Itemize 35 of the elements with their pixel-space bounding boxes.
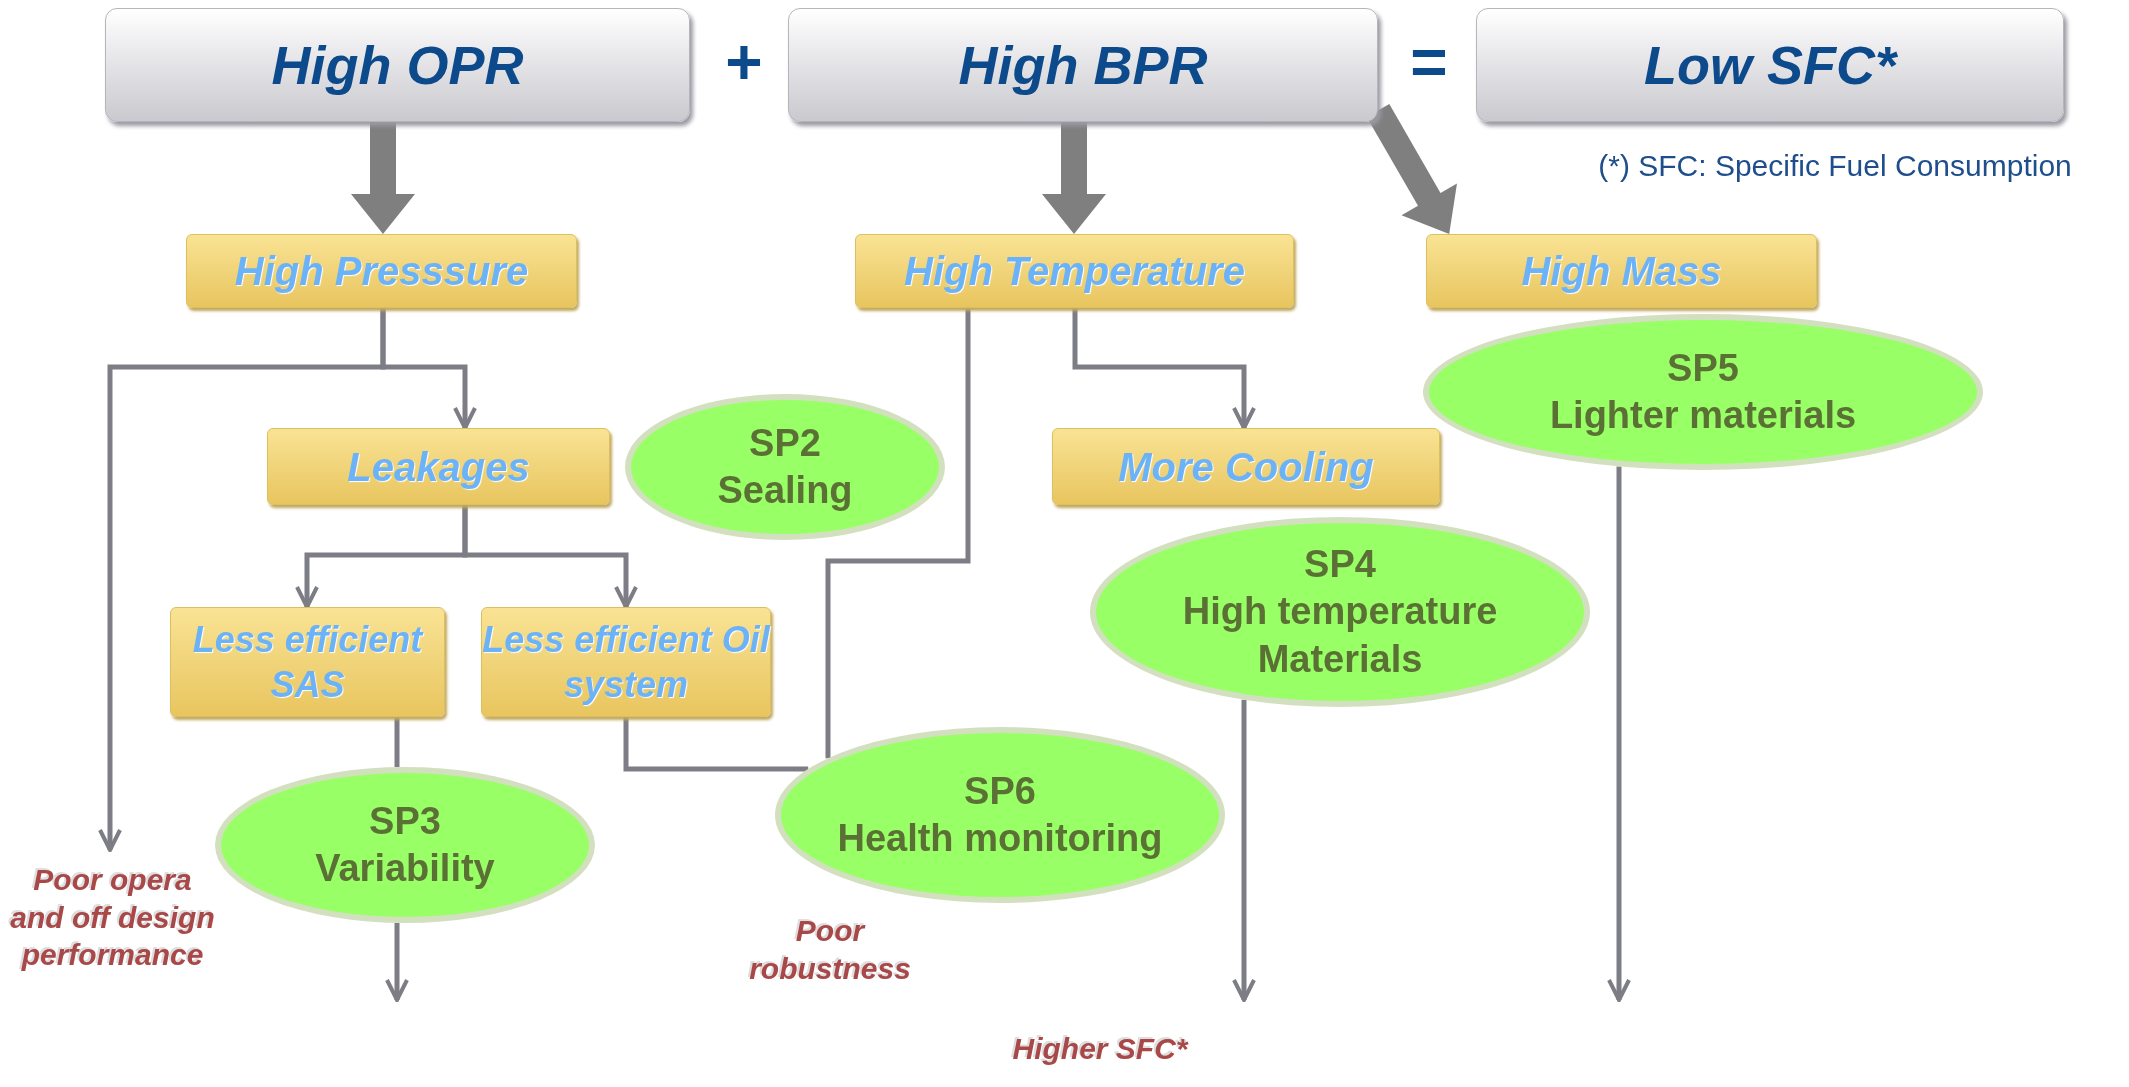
project-code: SP2 <box>749 420 821 466</box>
effect-box: Less efficient Oil system <box>481 607 771 717</box>
connector-line <box>825 308 971 759</box>
arrow <box>462 505 638 609</box>
project-title: High temperature Materials <box>1181 589 1499 682</box>
project-title: Sealing <box>717 468 853 513</box>
project-title: Variability <box>315 846 495 891</box>
project-code: SP4 <box>1304 541 1376 587</box>
equals-sign: = <box>1409 30 1449 94</box>
effect-box: High Temperature <box>855 234 1294 308</box>
effect-box: Leakages <box>267 428 610 505</box>
arrow <box>1072 308 1256 430</box>
effect-box: High Presssure <box>186 234 577 308</box>
arrow <box>380 308 477 430</box>
project-title: Health monitoring <box>837 816 1163 861</box>
arrow <box>385 922 409 1002</box>
block-arrow <box>351 122 415 234</box>
plus-sign: + <box>724 30 764 94</box>
header-box: High BPR <box>788 8 1378 122</box>
outcome-text: Poor opera and off design performance <box>5 850 220 985</box>
effect-box: High Mass <box>1426 234 1817 308</box>
outcome-text: Higher SFC* <box>1011 1031 1190 1067</box>
project-code: SP5 <box>1667 345 1739 391</box>
effect-box: More Cooling <box>1052 428 1440 505</box>
outcome-text: Poor robustness <box>748 913 912 987</box>
connector-line <box>394 717 400 768</box>
project-code: SP6 <box>964 768 1036 814</box>
project-code: SP3 <box>369 798 441 844</box>
footnote: (*) SFC: Specific Fuel Consumption <box>1597 148 2073 184</box>
header-box: Low SFC* <box>1476 8 2064 122</box>
block-arrow <box>1042 122 1106 234</box>
connector-line <box>623 717 809 772</box>
project-title: Lighter materials <box>1549 393 1857 438</box>
effect-box: Less efficient SAS <box>170 607 445 717</box>
header-box: High OPR <box>105 8 690 122</box>
